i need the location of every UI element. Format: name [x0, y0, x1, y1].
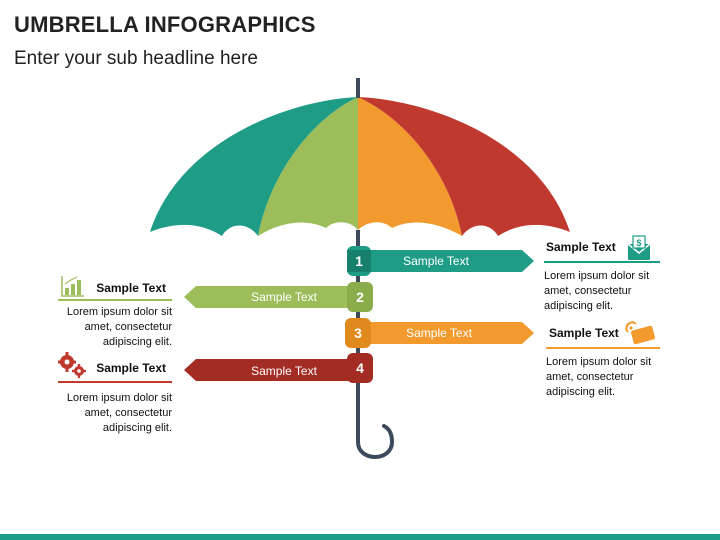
page-title: UMBRELLA INFOGRAPHICS — [14, 12, 316, 37]
step-4-number: 4 — [356, 360, 364, 376]
step-3-number: 3 — [354, 325, 362, 341]
wireless-card-icon — [625, 321, 655, 345]
panel-4-line-2: amet, consectetur — [84, 407, 172, 419]
step-2-label: Sample Text — [251, 290, 317, 304]
step-4: Sample Text 4 — [184, 353, 373, 383]
panel-3-line-3: adipiscing elit. — [546, 386, 616, 398]
page-subtitle: Enter your sub headline here — [14, 48, 258, 69]
panel-3-line-2: amet, consectetur — [546, 371, 634, 383]
panel-2-line-3: adipiscing elit. — [102, 336, 172, 348]
panel-1-line-2: amet, consectetur — [544, 285, 632, 297]
panel-2-line-1: Lorem ipsum dolor sit — [66, 306, 172, 318]
step-1-arrow — [366, 250, 534, 272]
panel-3: Sample Text — [549, 326, 669, 340]
panel-3-line-1: Lorem ipsum dolor sit — [546, 356, 652, 368]
panel-1-line-1: Lorem ipsum dolor sit — [544, 270, 650, 282]
umbrella-tip — [356, 78, 360, 98]
step-4-arrow — [184, 359, 350, 381]
panel-3-body: Lorem ipsum dolor sit amet, consectetur … — [546, 355, 666, 400]
panel-4: Sample Text — [46, 361, 166, 375]
step-2: Sample Text 2 — [184, 282, 373, 312]
panel-4-line-3: adipiscing elit. — [102, 422, 172, 434]
step-3: Sample Text 3 — [345, 318, 534, 348]
gears-icon — [58, 352, 86, 378]
canopy-segment-green — [258, 97, 358, 236]
step-1-label: Sample Text — [403, 254, 469, 268]
panel-1-body: Lorem ipsum dolor sit amet, consectetur … — [544, 269, 664, 314]
svg-text:$: $ — [636, 238, 641, 248]
canopy-segment-teal — [150, 97, 358, 236]
step-2-number: 2 — [356, 289, 364, 305]
money-envelope-icon: $ — [627, 235, 651, 260]
panel-4-heading: Sample Text — [96, 361, 166, 375]
step-2-arrow — [184, 286, 350, 308]
panel-2-body: Lorem ipsum dolor sit amet, consectetur … — [52, 305, 172, 350]
panel-4-body: Lorem ipsum dolor sit amet, consectetur … — [52, 391, 172, 436]
step-3-tab — [345, 318, 371, 348]
panel-1-line-3: adipiscing elit. — [544, 300, 614, 312]
step-1-tab-shade — [347, 250, 371, 272]
step-1-number: 1 — [355, 253, 363, 269]
umbrella-canopy — [150, 97, 570, 236]
step-3-arrow — [366, 322, 534, 344]
panel-1-heading: Sample Text — [546, 240, 616, 254]
panel-4-line-1: Lorem ipsum dolor sit — [66, 392, 172, 404]
step-4-label: Sample Text — [251, 364, 317, 378]
step-1: Sample Text 1 — [347, 246, 534, 276]
bottom-accent-bar — [0, 534, 720, 540]
step-2-tab — [347, 282, 373, 312]
canopy-segment-orange — [358, 97, 462, 236]
panel-2-heading: Sample Text — [96, 281, 166, 295]
panel-2: Sample Text — [46, 281, 166, 295]
bar-chart-icon — [61, 276, 84, 297]
umbrella-handle — [356, 406, 395, 459]
step-3-label: Sample Text — [406, 326, 472, 340]
panel-2-line-2: amet, consectetur — [84, 321, 172, 333]
step-4-tab — [347, 353, 373, 383]
panel-3-heading: Sample Text — [549, 326, 619, 340]
panel-1: Sample Text — [546, 240, 666, 254]
canopy-segment-red — [358, 97, 570, 236]
